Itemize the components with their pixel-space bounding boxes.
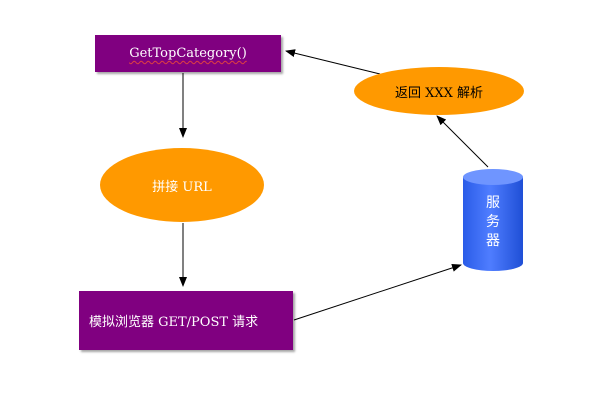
edge-server-to-return xyxy=(436,115,489,168)
node-return-parse: 返回 XXX 解析 xyxy=(354,67,524,115)
node-get-top-category: GetTopCategory() xyxy=(95,35,281,72)
node-simulate-request-label: 模拟浏览器 GET/POST 请求 xyxy=(89,315,259,330)
node-server: 服 务 器 xyxy=(462,168,524,272)
server-cylinder-icon xyxy=(463,169,523,271)
node-return-parse-label: 返回 XXX 解析 xyxy=(394,85,484,101)
edge-return-to-get xyxy=(285,49,381,75)
node-build-url-label: 拼接 URL xyxy=(152,179,212,195)
node-server-label: 服 务 器 xyxy=(486,195,500,249)
node-simulate-request: 模拟浏览器 GET/POST 请求 xyxy=(79,291,293,350)
edge-request-to-server xyxy=(293,264,462,321)
node-build-url: 拼接 URL xyxy=(100,148,264,222)
node-get-top-category-label: GetTopCategory() xyxy=(129,46,247,61)
